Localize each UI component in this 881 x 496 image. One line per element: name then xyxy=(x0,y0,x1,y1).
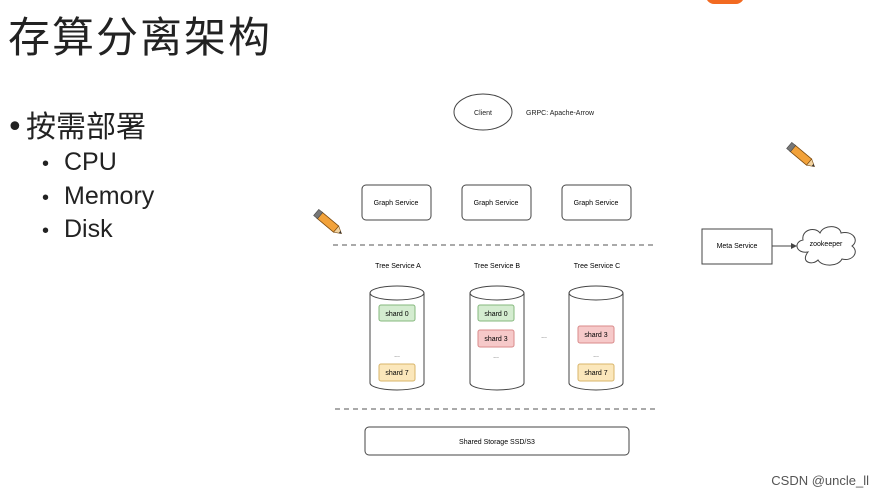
graph-service-box-1 xyxy=(361,184,432,221)
watermark: CSDN @uncle_ll xyxy=(771,473,869,488)
meta-service-box xyxy=(701,228,773,265)
shard-label-b-top: shard 0 xyxy=(484,311,507,318)
graph-service-label-1: Graph Service xyxy=(374,200,419,207)
shard-box-a-bottom xyxy=(378,363,416,382)
slide-title: 存算分离架构 xyxy=(8,13,273,62)
shard-label-a-top: shard 0 xyxy=(385,311,408,318)
protocol-label: GRPC: Apache-Arrow xyxy=(526,110,595,117)
bullet-main: •按需部署 xyxy=(6,108,146,148)
ellipsis-between: ... xyxy=(541,333,547,340)
shard-label-c-mid: shard 3 xyxy=(584,332,607,339)
ellipsis-b: ... xyxy=(493,353,499,360)
zookeeper-cloud-icon xyxy=(796,226,856,266)
bullet-dot-icon: • xyxy=(42,187,50,209)
bullet-dot-icon: • xyxy=(6,110,24,145)
arrow-head-icon xyxy=(791,243,797,249)
sub-bullet-text: Disk xyxy=(64,215,113,243)
bullet-dot-icon: • xyxy=(42,153,50,175)
graph-service-label-3: Graph Service xyxy=(574,200,619,207)
tree-service-label-b: Tree Service B xyxy=(474,263,520,270)
shard-label-c-bottom: shard 7 xyxy=(584,370,607,377)
graph-service-box-3 xyxy=(561,184,632,221)
sub-bullet-memory: • Memory xyxy=(42,180,154,214)
meta-service-label: Meta Service xyxy=(717,243,758,250)
sub-bullet-text: Memory xyxy=(64,182,155,210)
ellipsis-c: ... xyxy=(593,352,599,359)
shard-label-b-mid: shard 3 xyxy=(484,336,507,343)
logo-fragment xyxy=(706,0,744,4)
bullet-dot-icon: • xyxy=(42,220,50,242)
sub-bullet-cpu: • CPU xyxy=(42,146,117,180)
graph-service-box-2 xyxy=(461,184,532,221)
shard-box-b-mid xyxy=(477,329,515,348)
pencil-icon xyxy=(786,141,815,168)
sub-bullet-text: CPU xyxy=(64,148,117,176)
bullet-main-text: 按需部署 xyxy=(26,110,146,145)
pencil-icon xyxy=(313,208,342,235)
shard-label-a-bottom: shard 7 xyxy=(385,370,408,377)
client-label: Client xyxy=(474,110,492,117)
shard-box-c-bottom xyxy=(577,363,615,382)
tree-service-label-c: Tree Service C xyxy=(574,263,620,270)
shard-box-a-top xyxy=(378,304,416,322)
sub-bullet-disk: • Disk xyxy=(42,213,113,247)
ellipsis-a: ... xyxy=(394,352,400,359)
shard-box-c-mid xyxy=(577,325,615,344)
zookeeper-label: zookeeper xyxy=(810,241,843,248)
tree-service-label-a: Tree Service A xyxy=(375,263,421,270)
graph-service-label-2: Graph Service xyxy=(474,200,519,207)
shard-box-b-top xyxy=(477,304,515,322)
shared-storage-box xyxy=(364,426,630,456)
client-node xyxy=(453,93,513,131)
shared-storage-label: Shared Storage SSD/S3 xyxy=(459,439,535,446)
